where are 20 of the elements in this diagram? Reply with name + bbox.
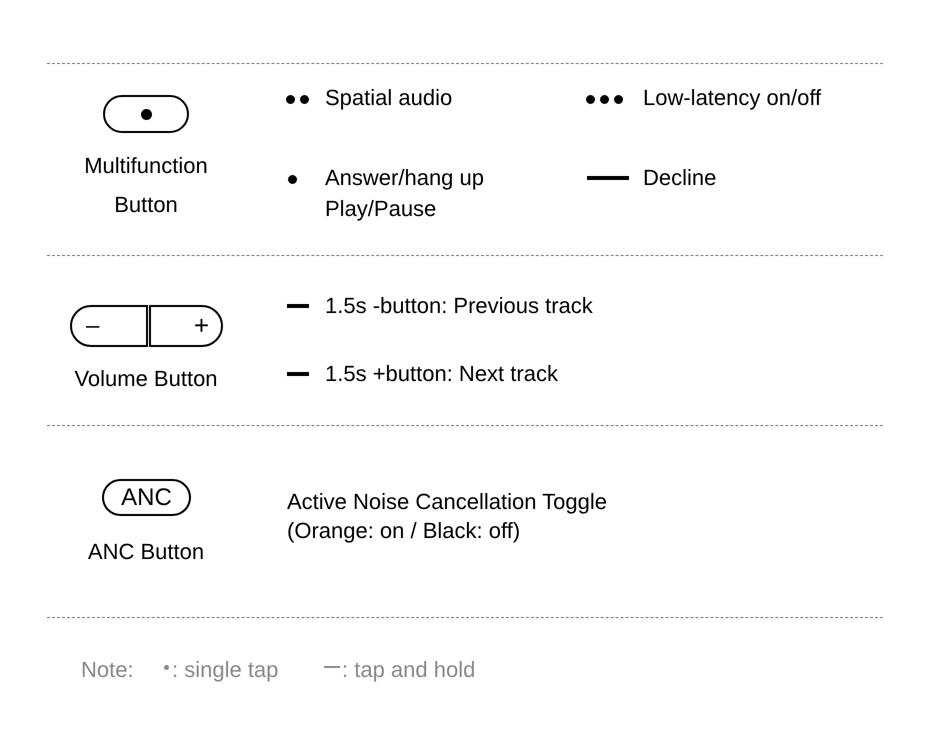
function-text: Decline [643, 164, 716, 192]
button-caption: ANC Button [86, 538, 206, 566]
plus-sign: + [194, 310, 209, 340]
function-text: 1.5s -button: Previous track [325, 292, 593, 320]
button-outline [103, 95, 189, 133]
note-text: : tap and hold [342, 656, 476, 684]
function-text: Answer/hang up [325, 164, 484, 192]
function-text: 1.5s +button: Next track [325, 360, 558, 388]
function-text: Active Noise Cancellation Toggle [287, 488, 607, 516]
function-text: (Orange: on / Black: off) [287, 517, 520, 545]
function-text: Play/Pause [325, 195, 436, 223]
volume-button-outline [70, 305, 223, 347]
button-caption: Multifunction Button [83, 152, 209, 219]
note-text: : single tap [172, 656, 278, 684]
note-text: Note: [81, 656, 134, 684]
function-text: Low-latency on/off [643, 84, 822, 112]
button-caption: Volume Button [73, 365, 219, 393]
minus-sign: – [86, 311, 100, 341]
function-text: Spatial audio [325, 84, 452, 112]
anc-button: ANC [102, 479, 191, 516]
